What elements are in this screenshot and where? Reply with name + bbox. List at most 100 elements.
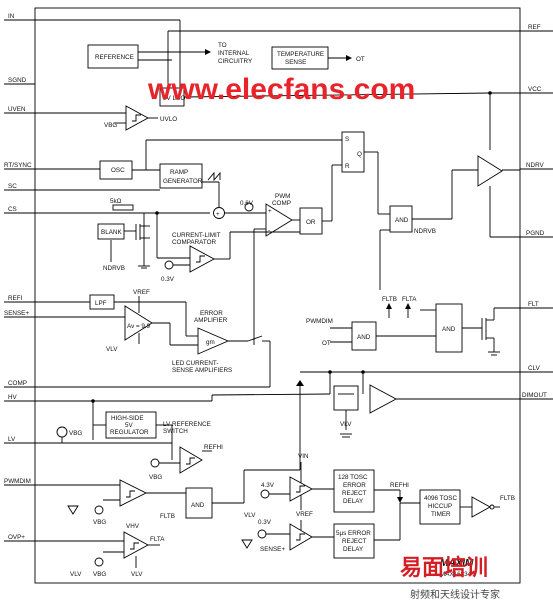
and-gate-flt: [435, 303, 463, 353]
watermark-brand: 易面培训: [400, 555, 488, 580]
uvlo-vbg-label: VBG: [104, 122, 117, 129]
rej5-label-1: 5μs ERROR: [336, 530, 371, 537]
pin-uven-label: UVEN: [8, 106, 26, 113]
pin-ndrv-label: NDRV: [526, 162, 545, 169]
rej5-label-3: DELAY: [343, 546, 364, 553]
hs-label-3: REGULATOR: [110, 429, 149, 436]
pin-pgnd-label: PGND: [526, 230, 545, 237]
reference-block: [87, 44, 139, 69]
current-limit-comparator: [189, 245, 215, 273]
vhv-label: VHV: [126, 523, 140, 530]
pin-rtsync-label: RT/SYNC: [4, 162, 32, 169]
vbg-pwmdim-label: VBG: [93, 519, 106, 526]
temp-label-1: TEMPERATURE: [277, 51, 324, 58]
pin-sgnd-label: SGND: [8, 77, 27, 84]
latch-r: R: [345, 163, 350, 170]
res-5k-label: 5kΩ: [110, 198, 122, 205]
flta-top-label: FLTA: [402, 296, 417, 303]
osc-label: OSC: [111, 167, 125, 174]
ot-in-label: OT: [322, 340, 331, 347]
v43-label: 4.3V: [261, 482, 275, 489]
ot-out-label: OT: [356, 56, 365, 63]
svg-text:-: -: [268, 227, 270, 234]
pin-cs-label: CS: [8, 206, 17, 213]
gnd-pwmdim-icon: [67, 505, 79, 515]
pwmdim-comparator: [119, 479, 148, 507]
cl-label-2: COMPARATOR: [172, 239, 217, 246]
error-amplifier: [197, 327, 230, 355]
vbg-pwmdim-icon: [94, 505, 104, 515]
vlv-ovp-label-2: VLV: [131, 571, 143, 578]
vlv-sense-label: VLV: [106, 346, 118, 353]
pwm-comparator: [265, 203, 293, 237]
hic-label-3: TIMER: [431, 511, 451, 518]
fltb-buffer: [471, 496, 491, 518]
svg-text:+: +: [216, 211, 220, 218]
maxim-logo: MAXIM: [440, 558, 474, 569]
hiccup-timer: [419, 489, 461, 525]
pin-clv-label: CLV: [528, 365, 541, 372]
blank-label: BLANK: [101, 229, 122, 236]
sense-amplifier: [124, 305, 153, 341]
ndrvb-blank-label: NDRVB: [103, 265, 125, 272]
hic-label-2: HICCUP: [428, 503, 452, 510]
to-internal-2: INTERNAL: [218, 50, 250, 57]
vbg-ovp-icon: [94, 557, 104, 567]
right-pin-leads: [520, 30, 553, 400]
watermark-tagline: 射频和天线设计专家: [410, 588, 500, 601]
refhi-label: REFHI: [204, 444, 223, 451]
uvlo-label: UVLO: [160, 116, 177, 123]
dimout-switch-block: [333, 385, 359, 411]
svg-text:+: +: [268, 208, 272, 215]
ramp-generator-block: [159, 163, 203, 189]
err-label-2: AMPLIFIER: [194, 317, 228, 324]
reference-label: REFERENCE: [95, 54, 134, 61]
pin-lv-label: LV: [8, 436, 16, 443]
gate-driver: [477, 155, 503, 187]
pin-comp-label: COMP: [8, 380, 27, 387]
v03-sense-icon: [257, 529, 267, 539]
pin-pwmdim-label: PWMDIM: [4, 478, 31, 485]
vsource-03-icon: [164, 260, 174, 270]
vbg-source-icon: [56, 426, 68, 438]
vref-sense-label: VREF: [133, 289, 150, 296]
uvlo-comparator: [125, 105, 149, 131]
and-dim-label: AND: [357, 334, 371, 341]
rej128-label-4: DELAY: [343, 498, 364, 505]
v06-label: 0.6V: [240, 200, 254, 207]
ovp-comparator: [123, 531, 149, 559]
ramp-label-2: GENERATOR: [163, 178, 203, 185]
refhi-comparator: [179, 446, 203, 474]
av-label: Av = 9.9: [127, 323, 151, 330]
fltb-pwm-label: FLTB: [160, 513, 175, 520]
fltb-top-label: FLTB: [382, 296, 397, 303]
and-ndrv-label: AND: [395, 217, 409, 224]
vbg-ovp-label: VBG: [93, 571, 106, 578]
pin-hv-label: HV: [8, 394, 18, 401]
or-label: OR: [306, 219, 316, 226]
vlv-dim-label: VLV: [340, 421, 352, 428]
gnd-sense-icon: [241, 539, 253, 549]
ndrvb-label: NDRVB: [414, 228, 436, 235]
pwmdim-in-label: PWMDIM: [306, 318, 333, 325]
pin-ovp-label: OVP+: [8, 534, 25, 541]
vref-lower-label: VREF: [296, 511, 313, 518]
pin-flt-label: FLT: [528, 301, 539, 308]
v43-source-icon: [260, 489, 270, 499]
pwm-comp-label-2: COMP: [272, 200, 291, 207]
and-pwm-label: AND: [191, 502, 205, 509]
latch-q: Q: [357, 151, 362, 158]
pin-ref-label: REF: [528, 24, 541, 31]
error-reject-128: [333, 469, 375, 513]
rej128-label-1: 128 TOSC: [338, 474, 368, 481]
hs-label-1: HIGH-SIDE: [111, 415, 144, 422]
vsource-06-icon: [244, 202, 254, 212]
err-label-1: ERROR: [200, 310, 223, 317]
ldo-label: 5V LDO: [163, 95, 186, 102]
temp-label-2: SENSE: [285, 59, 306, 66]
ramp-label-1: RAMP: [170, 169, 188, 176]
pin-sc-label: SC: [8, 183, 17, 190]
cl-label-1: CURRENT-LIMIT: [172, 232, 221, 239]
lvref-label-1: LV REFERENCE: [163, 421, 211, 428]
